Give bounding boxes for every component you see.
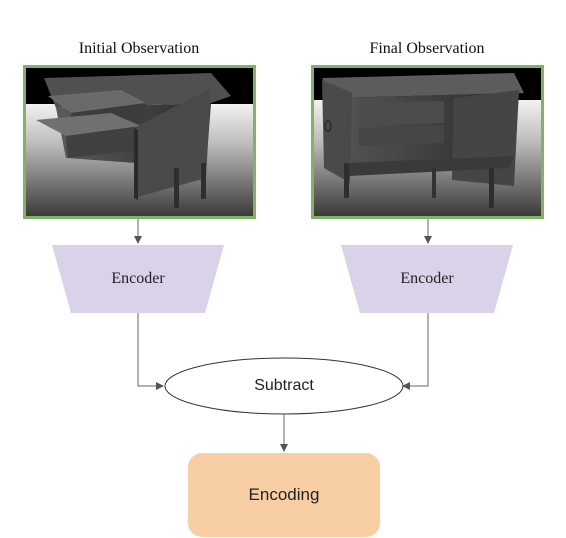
encoder-right-shape [341,245,513,313]
encoder-left-shape [52,245,224,313]
cabinet-render-final [314,68,541,216]
subtract-label: Subtract [254,377,314,394]
encoder-right-label: Encoder [400,270,454,287]
final-observation-image [311,65,544,219]
encoding-box: Encoding [188,453,380,537]
initial-observation-title: Initial Observation [78,40,200,57]
arrow-left-encoder-to-subtract [137,313,164,390]
arrow-right-encoder-to-subtract [402,313,429,390]
final-observation-title: Final Observation [369,40,485,57]
encoding-label: Encoding [248,485,320,504]
cabinet-render-initial [26,68,253,216]
encoder-left-label: Encoder [111,270,165,287]
initial-observation-image [23,65,256,219]
